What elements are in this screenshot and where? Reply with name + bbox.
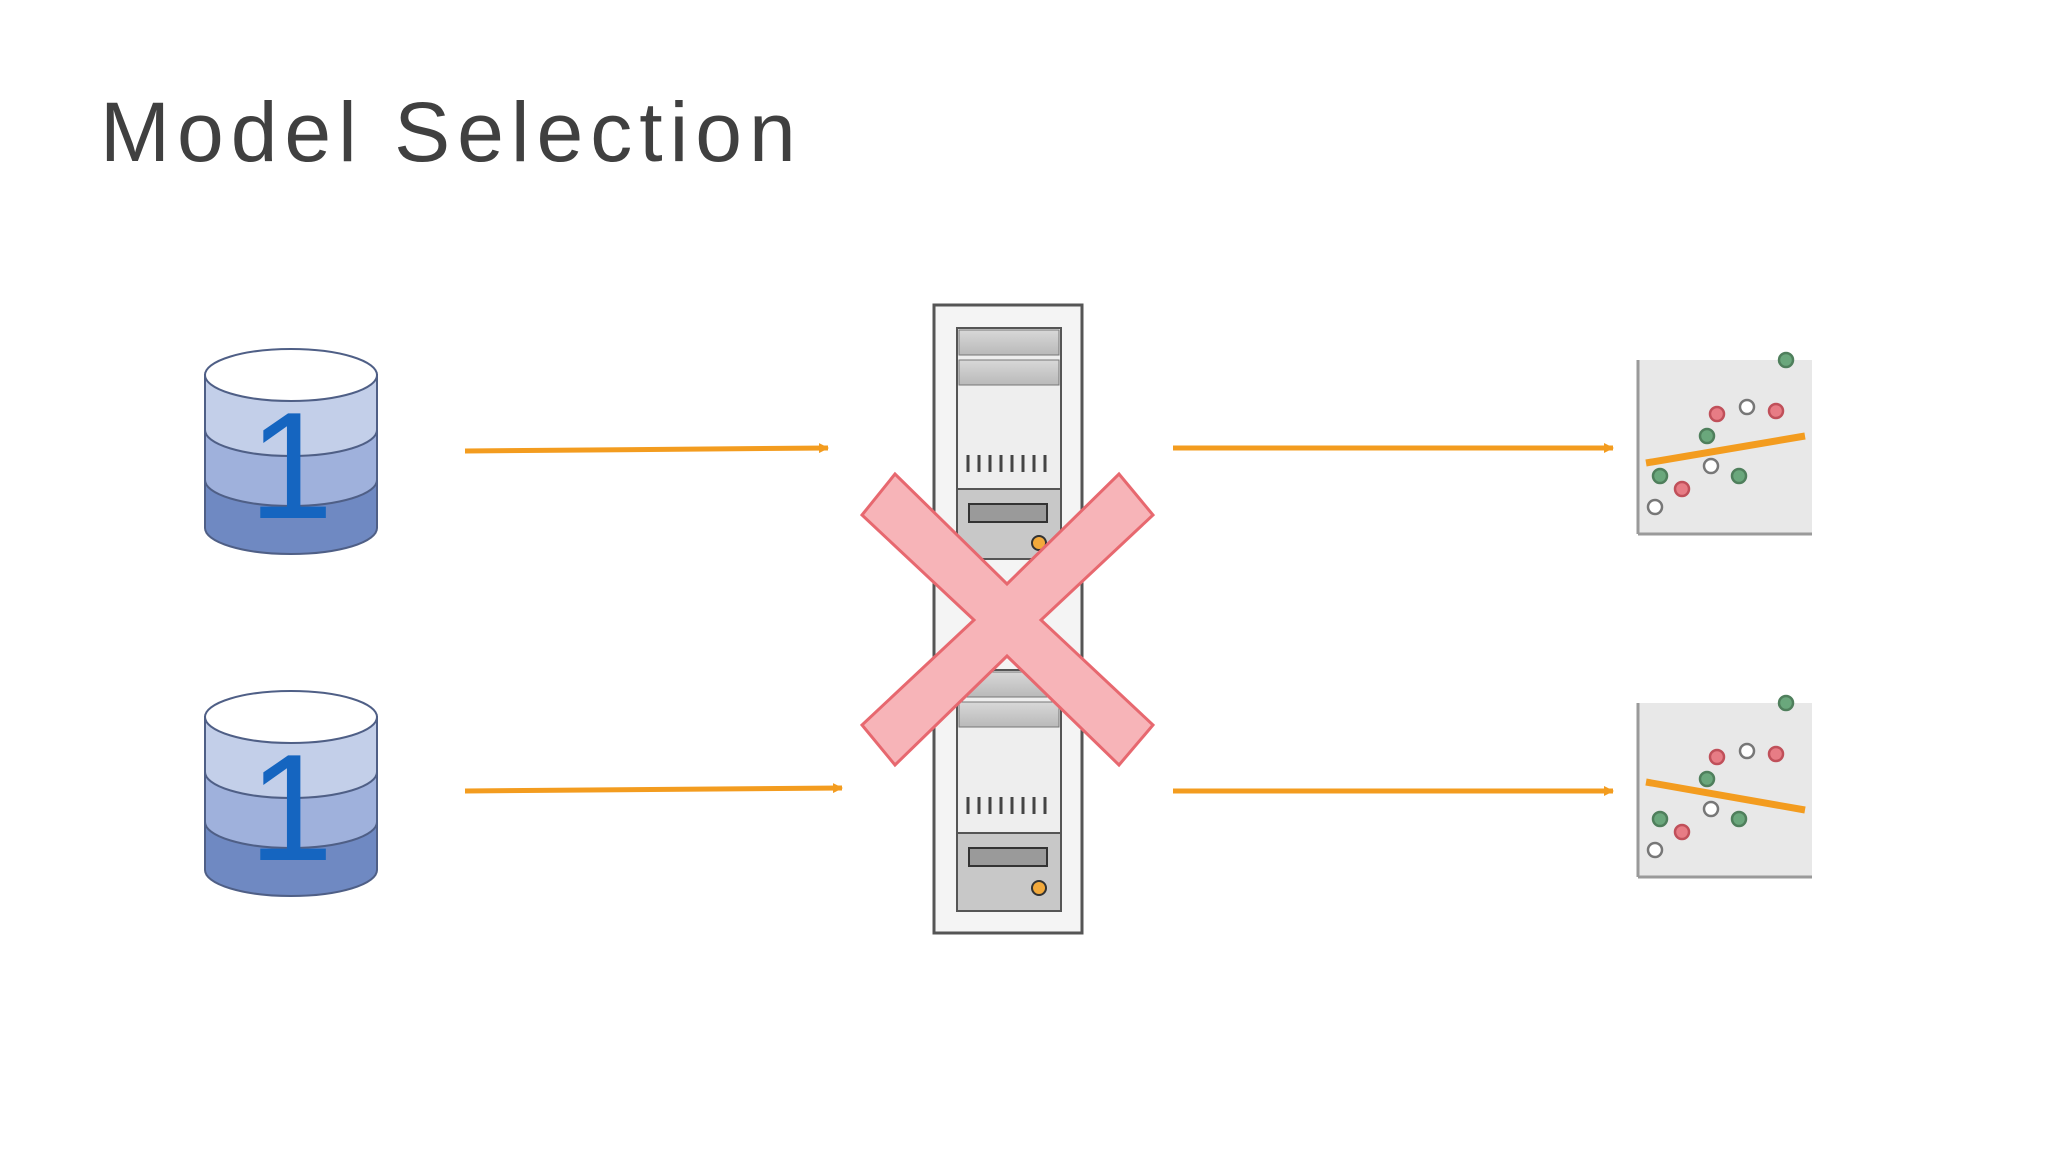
cross-icon (859, 471, 1156, 768)
scatter-plot-icon (1636, 694, 1812, 879)
database-icon: 1 (204, 690, 378, 897)
arrow-dataset-to-server-1 (464, 443, 829, 454)
database-icon: 1 (204, 348, 378, 555)
arrow-dataset-to-server-2 (464, 783, 843, 794)
slide-title: Model Selection (100, 85, 803, 179)
scatter-plot-icon (1636, 351, 1812, 536)
dataset-label: 1 (249, 381, 334, 551)
dataset-label: 1 (249, 723, 334, 893)
